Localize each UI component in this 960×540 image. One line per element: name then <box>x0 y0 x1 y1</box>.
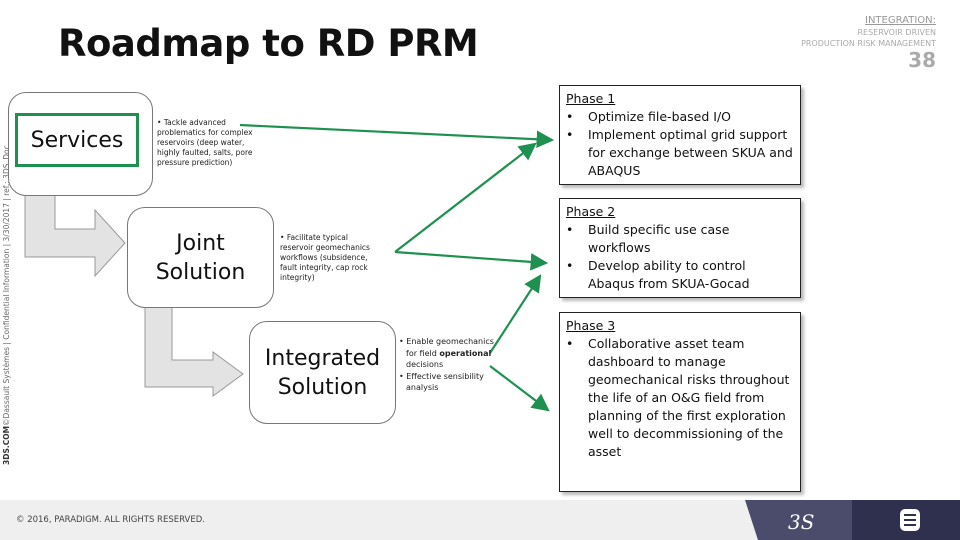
phase-title: Phase 1 <box>566 91 616 106</box>
section-line-2: PRODUCTION RISK MANAGEMENT <box>801 39 936 48</box>
slide-header: INTEGRATION: RESERVOIR DRIVEN PRODUCTION… <box>801 14 936 71</box>
page-title: Roadmap to RD PRM <box>58 22 479 65</box>
phase-item: Collaborative asset team dashboard to ma… <box>566 335 794 461</box>
phase-3-box: Phase 3 Collaborative asset team dashboa… <box>559 312 801 492</box>
paradigm-logo-icon <box>900 509 920 531</box>
stage-note-joint: • Facilitate typical reservoir geomechan… <box>280 233 370 282</box>
services-highlight-box: Services <box>15 113 139 167</box>
stage-services: Services <box>8 92 153 196</box>
stage-note-integrated: • Enable geomechanics for field operatio… <box>399 337 494 392</box>
stage-label: Services <box>30 127 124 153</box>
phase-title: Phase 2 <box>566 204 616 219</box>
phase-item: Optimize file-based I/O <box>566 108 794 126</box>
green-arrow-services-phase1 <box>239 123 555 149</box>
flow-arrow-joint-to-integrated <box>144 306 244 397</box>
phase-2-box: Phase 2 Build specific use case workflow… <box>559 198 801 298</box>
page-number: 38 <box>908 48 936 72</box>
section-label: INTEGRATION: <box>865 15 936 26</box>
footer-logo-band: 3S <box>745 500 960 540</box>
stage-note-services: • Tackle advanced problematics for compl… <box>157 118 253 167</box>
phase-1-box: Phase 1 Optimize file-based I/OImplement… <box>559 85 801 185</box>
phase-item: Build specific use case workflows <box>566 221 794 257</box>
phase-item: Develop ability to control Abaqus from S… <box>566 257 794 293</box>
flow-arrow-services-to-joint <box>24 194 126 278</box>
green-arrow-joint-phase2 <box>394 250 549 271</box>
green-arrow-joint-phase1 <box>394 142 537 253</box>
footer-bar: © 2016, PARADIGM. ALL RIGHTS RESERVED. 3… <box>0 500 960 540</box>
green-arrow-integrated-phase2 <box>489 274 542 354</box>
3ds-logo-icon: 3S <box>788 510 814 534</box>
section-line-1: RESERVOIR DRIVEN <box>857 28 936 37</box>
phase-title: Phase 3 <box>566 318 616 333</box>
copyright-text: © 2016, PARADIGM. ALL RIGHTS RESERVED. <box>16 515 205 525</box>
phase-item: Implement optimal grid support for excha… <box>566 126 794 180</box>
green-arrow-integrated-phase3 <box>489 365 550 412</box>
